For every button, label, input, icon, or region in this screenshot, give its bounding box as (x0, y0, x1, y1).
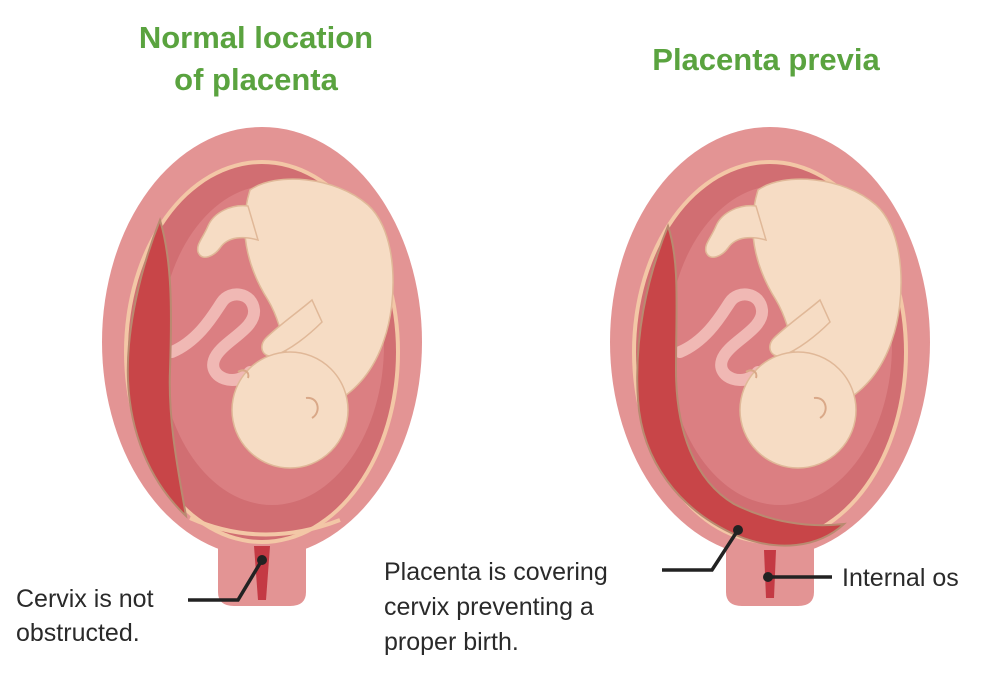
previa-uterus-illustration (610, 127, 930, 606)
normal-cervix-leader (188, 555, 267, 602)
previa-placenta-leader (662, 525, 743, 572)
previa-title: Placenta previa (652, 42, 880, 77)
internal-os-label: Internal os (842, 564, 959, 592)
previa-placenta-illustration (636, 223, 847, 547)
normal-placenta-illustration (126, 216, 188, 519)
previa-placenta-label-line3: proper birth. (384, 628, 519, 656)
previa-placenta-label-line2: cervix preventing a (384, 593, 594, 621)
normal-uterus-illustration (102, 127, 422, 606)
normal-title-line1: Normal location (139, 20, 373, 55)
normal-title-line2: of placenta (174, 62, 338, 97)
previa-placenta-label-line1: Placenta is covering (384, 558, 608, 586)
placenta-previa-panel: Placenta previa Placenta is covering cer… (384, 42, 959, 656)
normal-cervix-label-line2: obstructed. (16, 619, 140, 647)
normal-cervix-label-line1: Cervix is not (16, 585, 154, 613)
normal-placenta-panel: Normal location of placenta Cervix is no… (16, 20, 422, 647)
previa-os-leader (763, 572, 832, 582)
